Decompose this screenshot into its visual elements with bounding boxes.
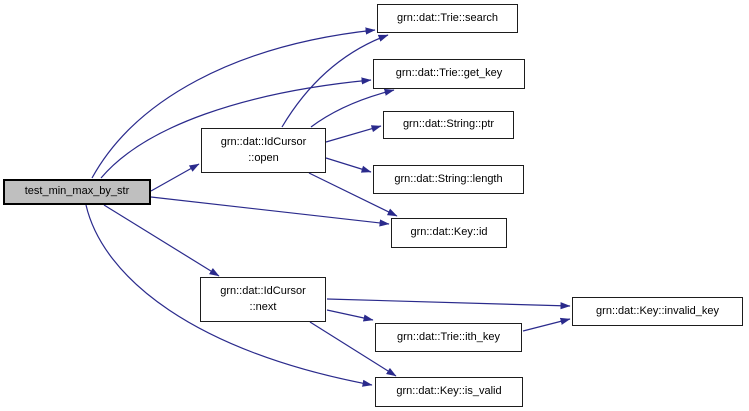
edge-main-to-idcursor-open [150,163,200,192]
edge-ith-key-to-key-invalid-key [522,317,571,332]
edge-next-to-key-invalid-key [326,298,571,310]
node-label: grn::dat::Key::invalid_key [596,304,719,317]
node-label: grn::dat::Trie::ith_key [397,330,500,343]
edge-next-to-trie-ith-key [326,309,374,322]
node-trie-ith-key[interactable]: grn::dat::Trie::ith_key [375,323,522,352]
edge-open-to-string-length [325,157,372,173]
node-label: grn::dat::String::ptr [402,118,495,131]
node-key-is-valid[interactable]: grn::dat::Key::is_valid [375,377,523,407]
node-label: grn::dat::String::length [394,172,503,185]
edge-main-to-key-id [150,196,390,227]
edge-main-to-trie-search [91,27,376,179]
node-string-ptr[interactable]: grn::dat::String::ptr [383,111,514,139]
node-key-id[interactable]: grn::dat::Key::id [391,218,507,248]
node-label: grn::dat::IdCursor ::open [220,135,307,164]
edge-next-to-key-is-valid [309,321,397,377]
edge-open-to-string-ptr [325,125,382,143]
edge-open-to-trie-search [281,34,389,128]
node-label: grn::dat::IdCursor ::next [220,284,306,313]
node-key-invalid-key[interactable]: grn::dat::Key::invalid_key [572,297,743,326]
node-label: grn::dat::Key::is_valid [396,385,502,398]
node-string-length[interactable]: grn::dat::String::length [373,165,524,194]
edge-open-to-key-id [308,172,398,217]
node-label: grn::dat::Key::id [410,226,488,239]
edge-main-to-idcursor-next [103,204,220,277]
node-label: grn::dat::Trie::get_key [395,67,503,80]
node-trie-get-key[interactable]: grn::dat::Trie::get_key [373,59,525,89]
node-idcursor-open[interactable]: grn::dat::IdCursor ::open [201,128,326,173]
node-label: test_min_max_by_str [24,185,130,198]
edge-main-to-key-is-valid [85,204,373,387]
node-idcursor-next[interactable]: grn::dat::IdCursor ::next [200,277,326,322]
node-trie-search[interactable]: grn::dat::Trie::search [377,4,518,33]
node-label: grn::dat::Trie::search [396,11,499,24]
edge-open-to-trie-get-key [310,88,395,128]
edge-main-to-trie-get-key [100,77,372,179]
node-test-min-max-by-str: test_min_max_by_str [3,179,151,205]
